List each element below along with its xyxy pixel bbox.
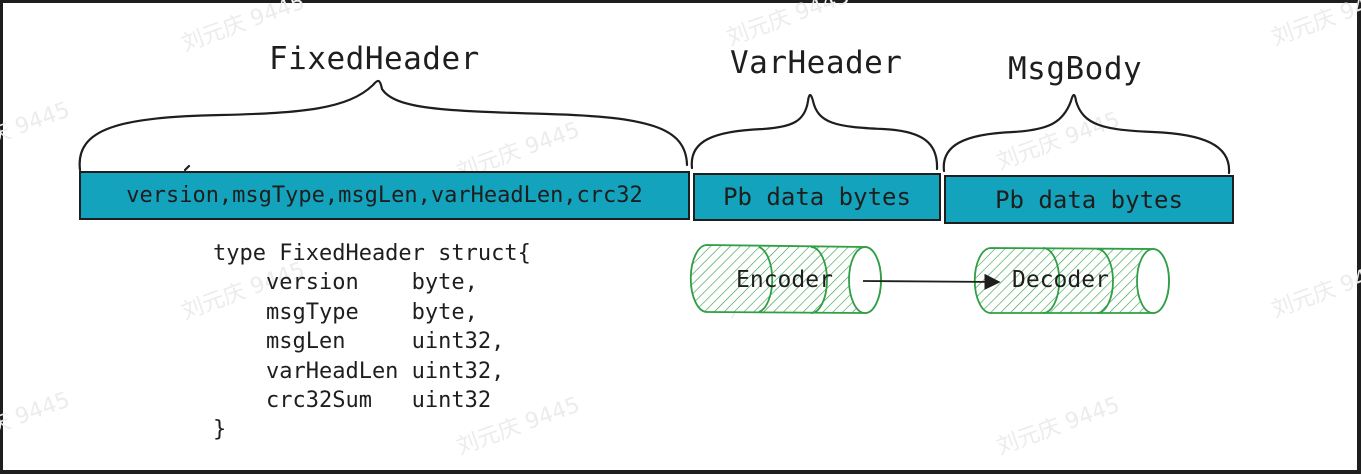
watermark: 刘元庆 9445 [1268,0,1361,52]
watermark: 刘元庆 9445 [993,107,1124,176]
code-line: varHeadLen uint32, [213,358,505,384]
fixed-header-segment: version,msgType,msgLen,varHeadLen,crc32 [79,171,690,220]
codec-graphics [689,244,1170,314]
var-header-segment: Pb data bytes [693,173,941,221]
fixed-header-struct-code: type FixedHeader struct{ version byte, m… [213,239,531,445]
var-header-content: Pb data bytes [723,183,911,211]
watermark: 刘元庆 9445 [0,387,74,456]
braces [78,79,1231,175]
var-header-title: VarHeader [730,45,903,81]
code-line: version byte, [213,270,478,296]
code-line: crc32Sum uint32 [213,388,492,414]
code-line: msgLen uint32, [213,329,505,355]
fixed-header-title: FixedHeader [269,41,480,77]
encoder-to-decoder-arrow [862,273,1001,290]
brace-msg-body [942,93,1231,175]
brace-tick [183,164,191,172]
encoder-label: Encoder [736,267,833,293]
code-line: } [213,417,227,443]
fixed-header-fields: version,msgType,msgLen,varHeadLen,crc32 [126,183,643,208]
msg-body-content: Pb data bytes [995,185,1183,214]
watermark: 刘元庆 9445 [0,97,74,166]
code-line: type FixedHeader struct{ [213,241,531,266]
msg-body-title: MsgBody [1008,51,1143,87]
brace-fixed-header [78,79,689,172]
watermark: 刘元庆 9445 [993,392,1124,461]
watermark: 刘元庆 9445 [1268,255,1361,324]
code-line: msgType byte, [213,299,478,325]
decoder-label: Decoder [1012,267,1109,293]
brace-var-header [690,93,939,171]
msg-body-segment: Pb data bytes [944,175,1234,224]
